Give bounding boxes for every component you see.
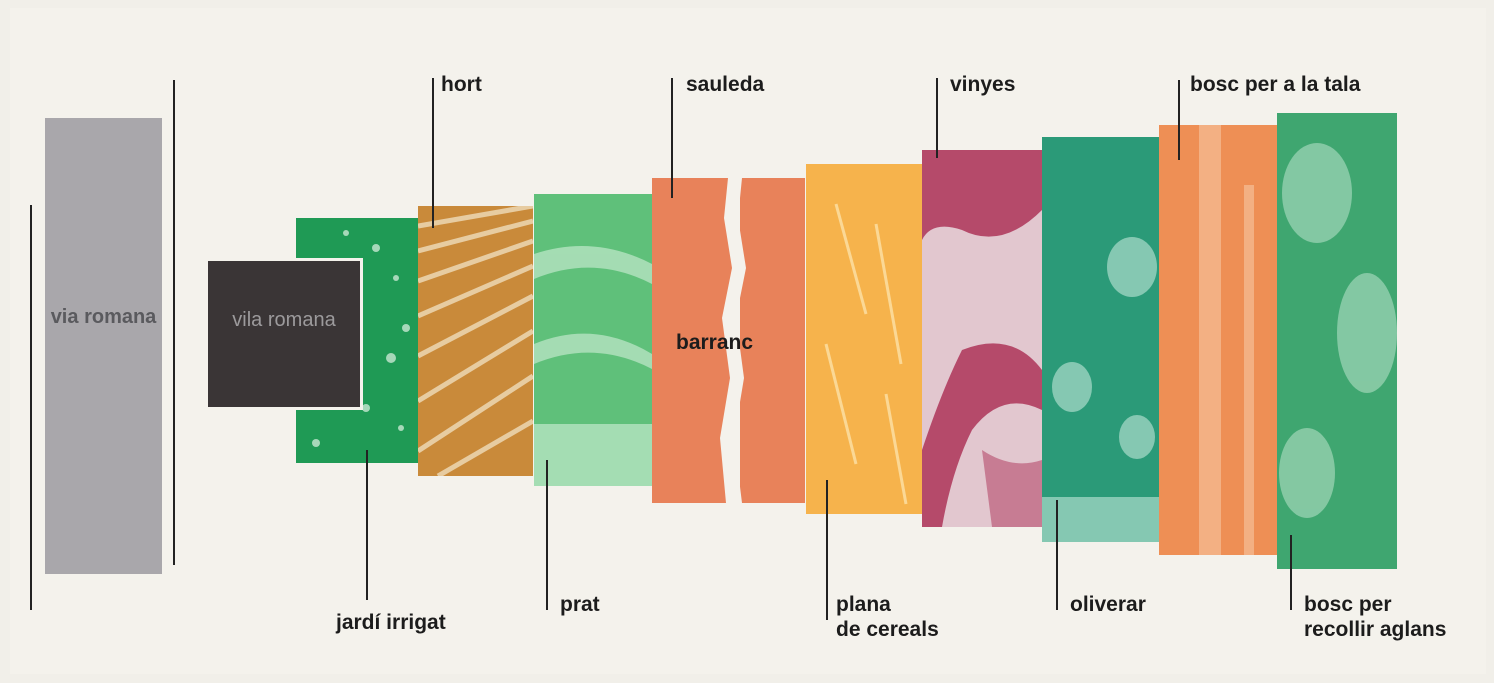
band-plana-de-cereals (806, 164, 922, 514)
leader-vinyes (936, 78, 938, 158)
band-vinyes (922, 150, 1042, 527)
label-barranc: barranc (676, 330, 753, 355)
label-via-romana: via romana (45, 305, 162, 329)
band-via-romana (45, 118, 162, 574)
box-vila-romana (205, 258, 363, 410)
label-sauleda: sauleda (686, 72, 764, 97)
tala-texture (1159, 125, 1277, 555)
cereals-texture (806, 164, 922, 514)
label-jardi-irrigat: jardí irrigat (336, 610, 446, 635)
label-plana-de-cereals: plana de cereals (836, 592, 939, 642)
leader-oliverar (1056, 500, 1058, 610)
leader-hort (432, 78, 434, 228)
hort-texture (418, 206, 533, 476)
band-prat (534, 194, 652, 486)
label-hort: hort (441, 72, 482, 97)
via-left-line (30, 205, 32, 610)
band-hort (418, 206, 533, 476)
label-vinyes: vinyes (950, 72, 1015, 97)
oliverar-texture (1042, 137, 1159, 542)
band-oliverar (1042, 137, 1159, 542)
leader-tala (1178, 80, 1180, 160)
leader-prat (546, 460, 548, 610)
band-bosc-per-recollir-aglans (1277, 113, 1397, 569)
leader-aglans (1290, 535, 1292, 610)
leader-plana (826, 480, 828, 620)
band-bosc-per-a-la-tala (1159, 125, 1277, 555)
vinyes-texture (922, 150, 1042, 527)
label-bosc-per-a-la-tala: bosc per a la tala (1190, 72, 1360, 97)
prat-texture (534, 194, 652, 486)
label-bosc-per-recollir-aglans: bosc per recollir aglans (1304, 592, 1446, 642)
aglans-texture (1277, 113, 1397, 569)
label-oliverar: oliverar (1070, 592, 1146, 617)
label-prat: prat (560, 592, 600, 617)
via-right-line (173, 80, 175, 565)
leader-jardi (366, 450, 368, 600)
label-vila-romana: vila romana (205, 308, 363, 332)
leader-sauleda (671, 78, 673, 198)
